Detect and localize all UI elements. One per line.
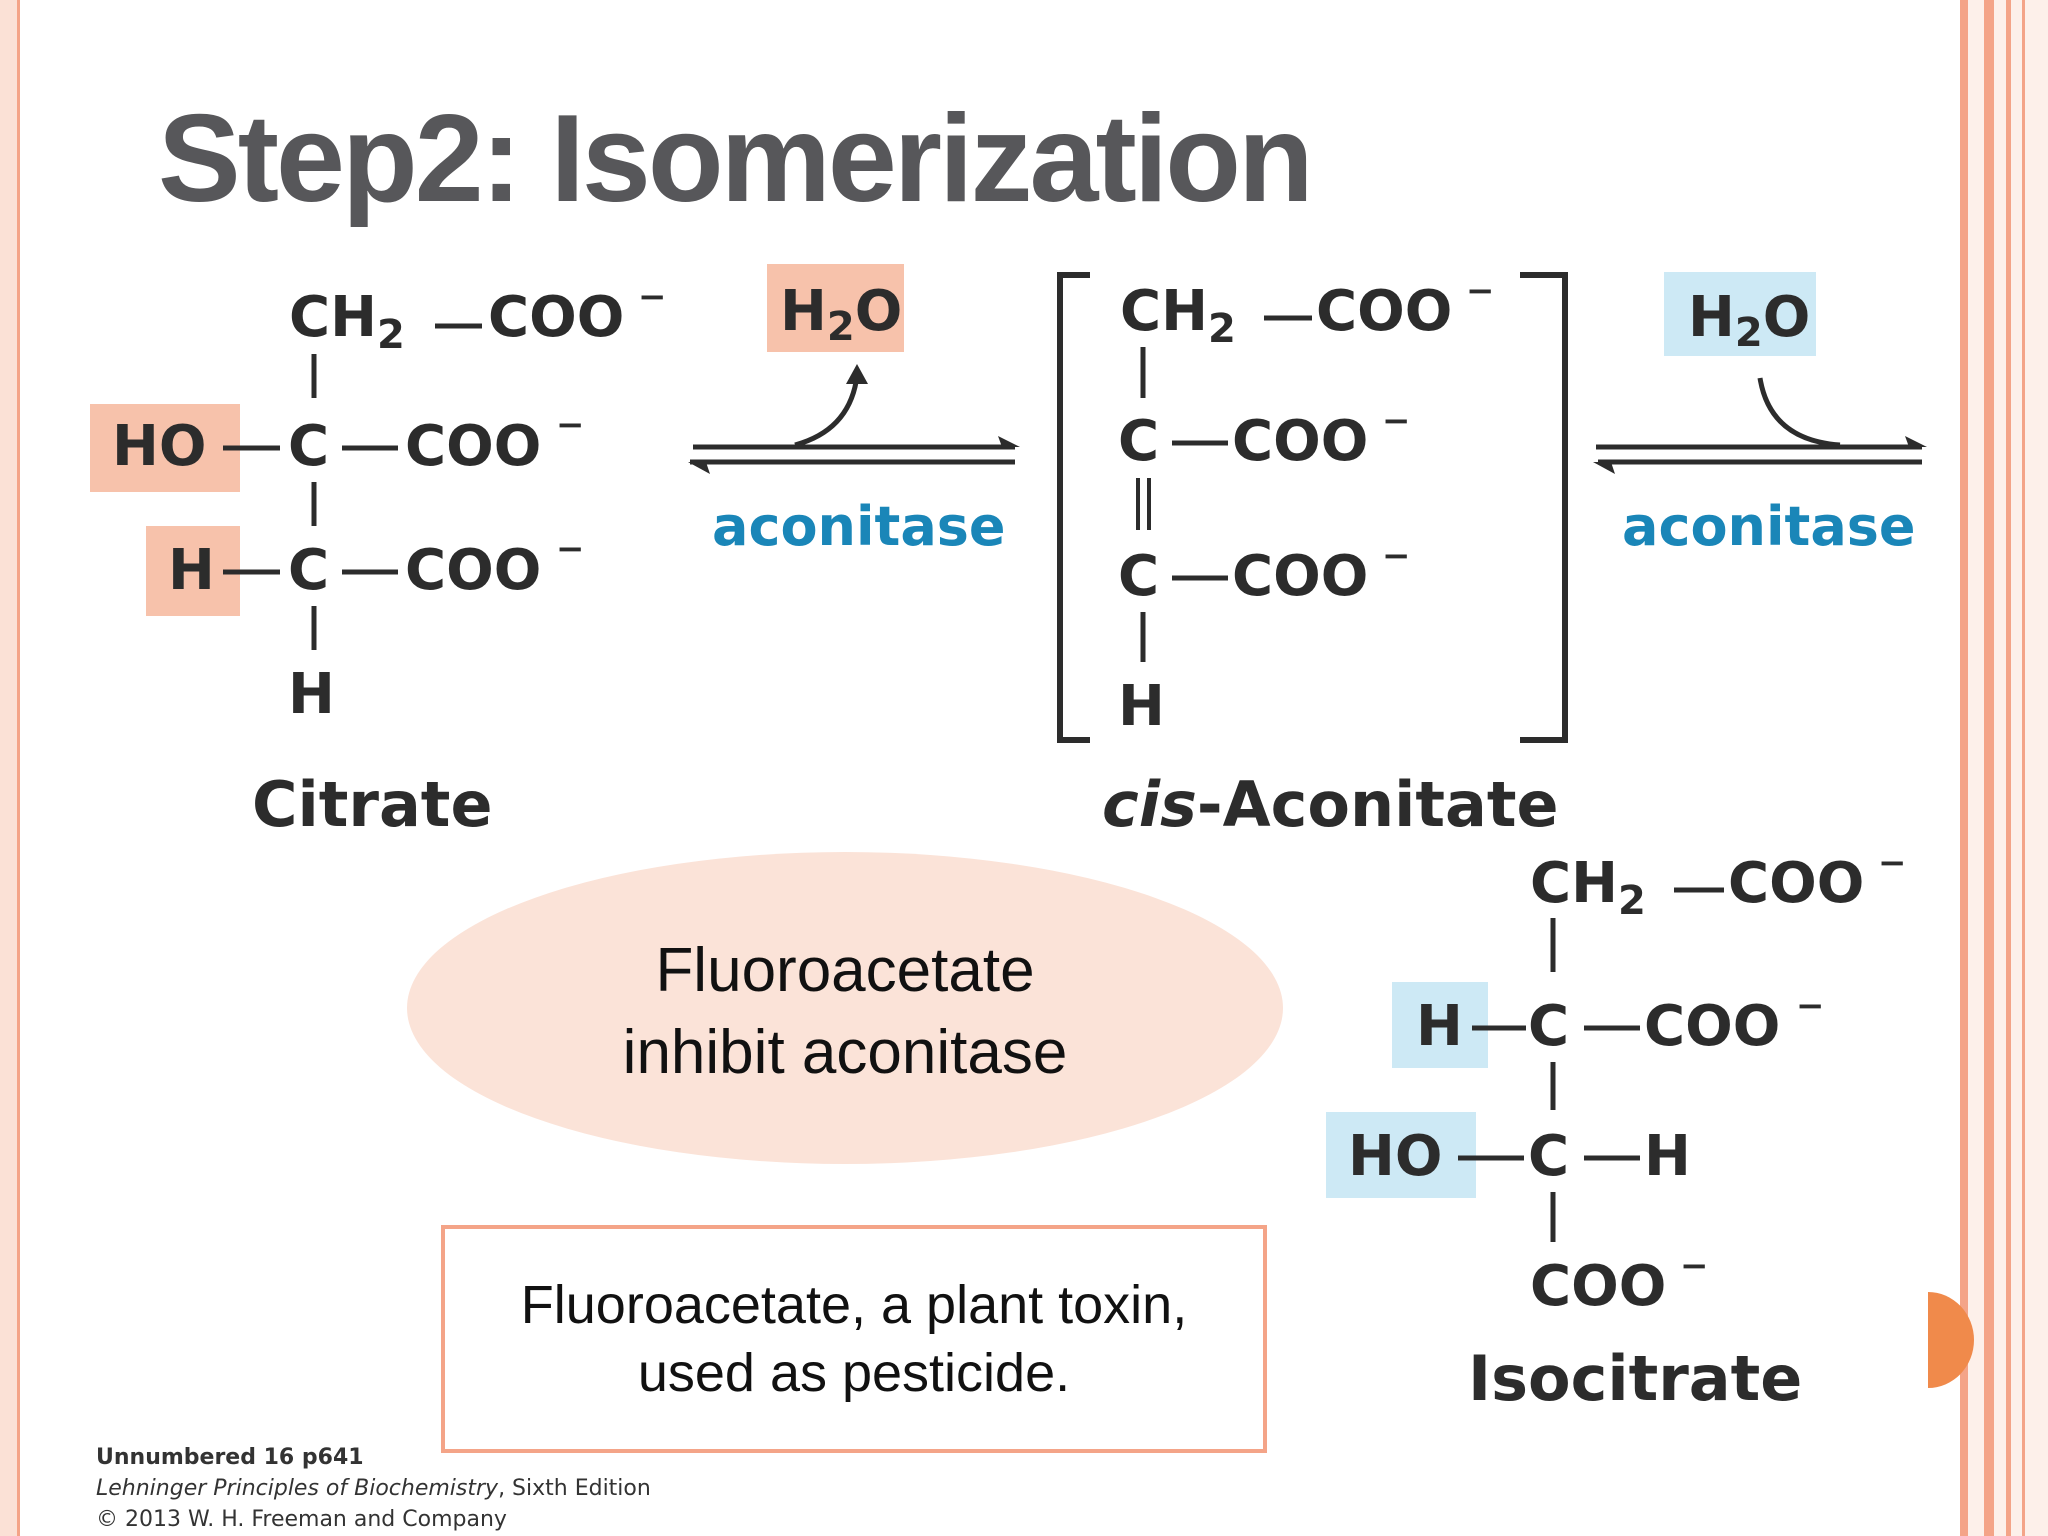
- isocitrate-c-2: C: [1528, 1124, 1569, 1189]
- reaction-arrow-2: H2O aconitase: [1593, 272, 1927, 558]
- toxin-note-line-2: used as pesticide.: [637, 1343, 1071, 1403]
- citrate-coo-2: COO: [405, 414, 541, 479]
- figure-credit: Unnumbered 16 p641 Lehninger Principles …: [96, 1442, 651, 1535]
- svg-text:−: −: [1382, 536, 1411, 576]
- cis-c-2: C: [1118, 544, 1159, 609]
- cis-coo-2: COO: [1232, 409, 1368, 474]
- svg-text:−: −: [1466, 271, 1495, 311]
- inhibition-callout-text: Fluoroacetate inhibit aconitase: [407, 930, 1283, 1094]
- svg-text:−: −: [556, 405, 585, 445]
- reaction-diagram: CH2 COO − HO C COO − H C COO − H Citrate: [90, 264, 1927, 1415]
- enzyme-aconitase-1: aconitase: [712, 495, 1006, 558]
- cis-aconitate-label: cis-Aconitate: [1102, 768, 1559, 841]
- credit-edition: , Sixth Edition: [498, 1476, 651, 1501]
- inhibition-callout-ellipse: [407, 852, 1283, 1164]
- reaction-arrow-1: H2O aconitase: [688, 264, 1020, 558]
- cis-coo-1: COO: [1316, 279, 1452, 344]
- cis-ch2: CH2: [1120, 279, 1236, 352]
- credit-book-title: Lehninger Principles of Biochemistry: [96, 1476, 499, 1501]
- citrate-h-left: H: [168, 538, 215, 603]
- isocitrate-c-1: C: [1528, 994, 1569, 1059]
- enzyme-aconitase-2: aconitase: [1622, 495, 1916, 558]
- credit-source: Lehninger Principles of Biochemistry, Si…: [96, 1473, 651, 1504]
- citrate-coo-1: COO: [488, 285, 624, 350]
- citrate-coo-3: COO: [405, 538, 541, 603]
- isocitrate-ho-highlight: [1326, 1112, 1476, 1198]
- isocitrate-structure: CH2 COO − H C COO − HO C H COO − Isocitr…: [1326, 843, 1907, 1415]
- svg-text:−: −: [1680, 1246, 1709, 1286]
- isocitrate-coo-3: COO: [1530, 1254, 1666, 1319]
- cis-coo-3: COO: [1232, 544, 1368, 609]
- credit-copyright: © 2013 W. H. Freeman and Company: [96, 1507, 507, 1532]
- isocitrate-label: Isocitrate: [1468, 1342, 1802, 1415]
- svg-text:−: −: [1382, 401, 1411, 441]
- left-border-stripe: [0, 0, 20, 1536]
- citrate-ch2: CH2: [289, 285, 405, 358]
- credit-figure-number: Unnumbered 16 p641: [96, 1445, 364, 1470]
- toxin-note-line-1: Fluoroacetate, a plant toxin,: [520, 1275, 1188, 1335]
- inhibition-callout-line-1: Fluoroacetate: [655, 936, 1035, 1005]
- right-border-stripes: [1960, 0, 2048, 1536]
- cis-h-bottom: H: [1118, 674, 1165, 739]
- isocitrate-h-left: H: [1416, 994, 1463, 1059]
- cis-c-1: C: [1118, 409, 1159, 474]
- isocitrate-coo-1: COO: [1728, 851, 1864, 916]
- isocitrate-h-right: H: [1644, 1124, 1691, 1189]
- svg-text:−: −: [638, 277, 667, 317]
- citrate-ho-highlight: [90, 404, 240, 492]
- isocitrate-coo-2: COO: [1644, 994, 1780, 1059]
- isocitrate-h-highlight: [1392, 982, 1488, 1068]
- citrate-c-2: C: [288, 538, 329, 603]
- svg-text:−: −: [1796, 986, 1825, 1026]
- water-added: H2O: [1688, 285, 1810, 356]
- slide-tab-decoration: [1928, 1292, 1974, 1388]
- citrate-h-bottom: H: [288, 662, 335, 727]
- inhibition-callout-line-2: inhibit aconitase: [622, 1018, 1068, 1087]
- water-released: H2O: [780, 279, 902, 350]
- citrate-label: Citrate: [252, 768, 493, 841]
- cis-aconitate-structure: CH2 COO − C COO − C COO − H cis-Aconitat…: [1057, 271, 1568, 841]
- slide-title: Step2: Isomerization: [158, 90, 1314, 228]
- toxin-note-box: Fluoroacetate, a plant toxin, used as pe…: [441, 1225, 1267, 1453]
- water-added-highlight: [1664, 272, 1816, 356]
- citrate-ho: HO: [112, 414, 206, 479]
- svg-text:−: −: [556, 529, 585, 569]
- water-released-highlight: [767, 264, 904, 352]
- citrate-structure: CH2 COO − HO C COO − H C COO − H Citrate: [90, 277, 667, 841]
- citrate-c-1: C: [288, 414, 329, 479]
- isocitrate-ch2: CH2: [1530, 851, 1646, 924]
- isocitrate-ho: HO: [1348, 1124, 1442, 1189]
- svg-text:−: −: [1878, 843, 1907, 883]
